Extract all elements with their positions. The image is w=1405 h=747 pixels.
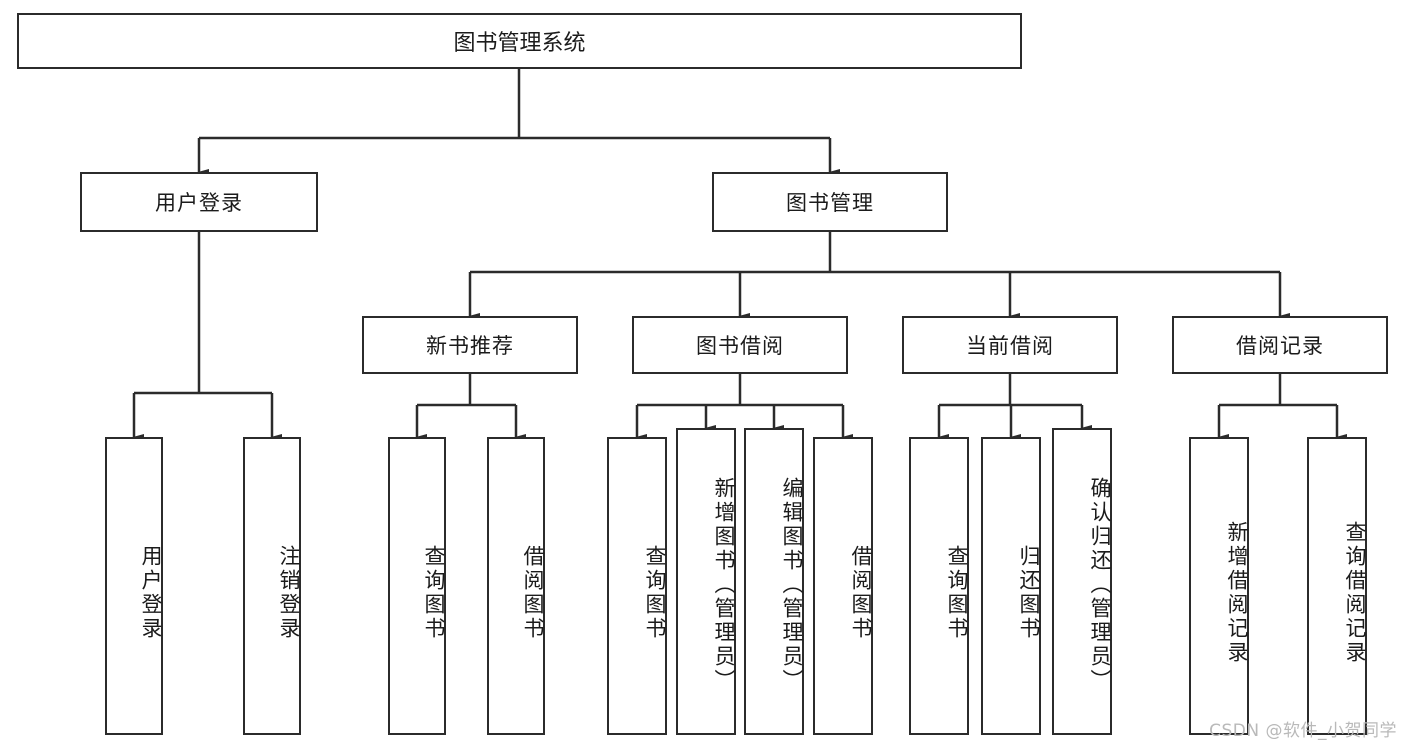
node-user_login-label: 用户登录 [155,191,243,215]
node-new_book_rec[interactable]: 新书推荐 [362,316,578,374]
node-leaf_return_book-label: 归还图书 [1017,545,1041,641]
node-leaf_query_book_rec[interactable]: 查询图书 [388,437,446,735]
node-new_book_rec-label: 新书推荐 [426,334,514,358]
node-leaf_borrow_book-label: 借阅图书 [849,545,873,641]
node-borrow_record-label: 借阅记录 [1236,334,1324,358]
node-leaf_add_record-label: 新增借阅记录 [1225,521,1249,665]
node-user_login[interactable]: 用户登录 [80,172,318,232]
node-current_borrow[interactable]: 当前借阅 [902,316,1118,374]
node-leaf_query_record-label: 查询借阅记录 [1343,521,1367,665]
node-leaf_user_login-label: 用户登录 [139,545,163,641]
node-leaf_add_book[interactable]: 新增图书（管理员） [676,428,736,735]
node-leaf_borrow_book[interactable]: 借阅图书 [813,437,873,735]
node-leaf_query_record[interactable]: 查询借阅记录 [1307,437,1367,735]
node-leaf_query_book_borrow-label: 查询图书 [643,545,667,641]
node-leaf_user_logout[interactable]: 注销登录 [243,437,301,735]
node-book_manage-label: 图书管理 [786,191,874,215]
node-leaf_confirm_return-label: 确认归还（管理员） [1088,476,1112,693]
node-current_borrow-label: 当前借阅 [966,334,1054,358]
node-book_borrow-label: 图书借阅 [696,334,784,358]
node-leaf_add_record[interactable]: 新增借阅记录 [1189,437,1249,735]
node-leaf_borrow_book_rec[interactable]: 借阅图书 [487,437,545,735]
watermark: CSDN @软件_小贺同学 [1209,721,1397,741]
node-root-label: 图书管理系统 [453,31,586,56]
node-leaf_user_login[interactable]: 用户登录 [105,437,163,735]
node-book_borrow[interactable]: 图书借阅 [632,316,848,374]
node-borrow_record[interactable]: 借阅记录 [1172,316,1388,374]
node-leaf_edit_book[interactable]: 编辑图书（管理员） [744,428,804,735]
node-leaf_return_book[interactable]: 归还图书 [981,437,1041,735]
node-leaf_user_logout-label: 注销登录 [277,545,301,641]
node-leaf_confirm_return[interactable]: 确认归还（管理员） [1052,428,1112,735]
node-leaf_edit_book-label: 编辑图书（管理员） [780,476,804,693]
node-book_manage[interactable]: 图书管理 [712,172,948,232]
node-leaf_query_book_rec-label: 查询图书 [422,545,446,641]
node-root-book-management-system[interactable]: 图书管理系统 [17,13,1022,69]
node-leaf_query_book_cur[interactable]: 查询图书 [909,437,969,735]
node-leaf_query_book_borrow[interactable]: 查询图书 [607,437,667,735]
node-leaf_borrow_book_rec-label: 借阅图书 [521,545,545,641]
node-leaf_query_book_cur-label: 查询图书 [945,545,969,641]
node-leaf_add_book-label: 新增图书（管理员） [712,476,736,693]
